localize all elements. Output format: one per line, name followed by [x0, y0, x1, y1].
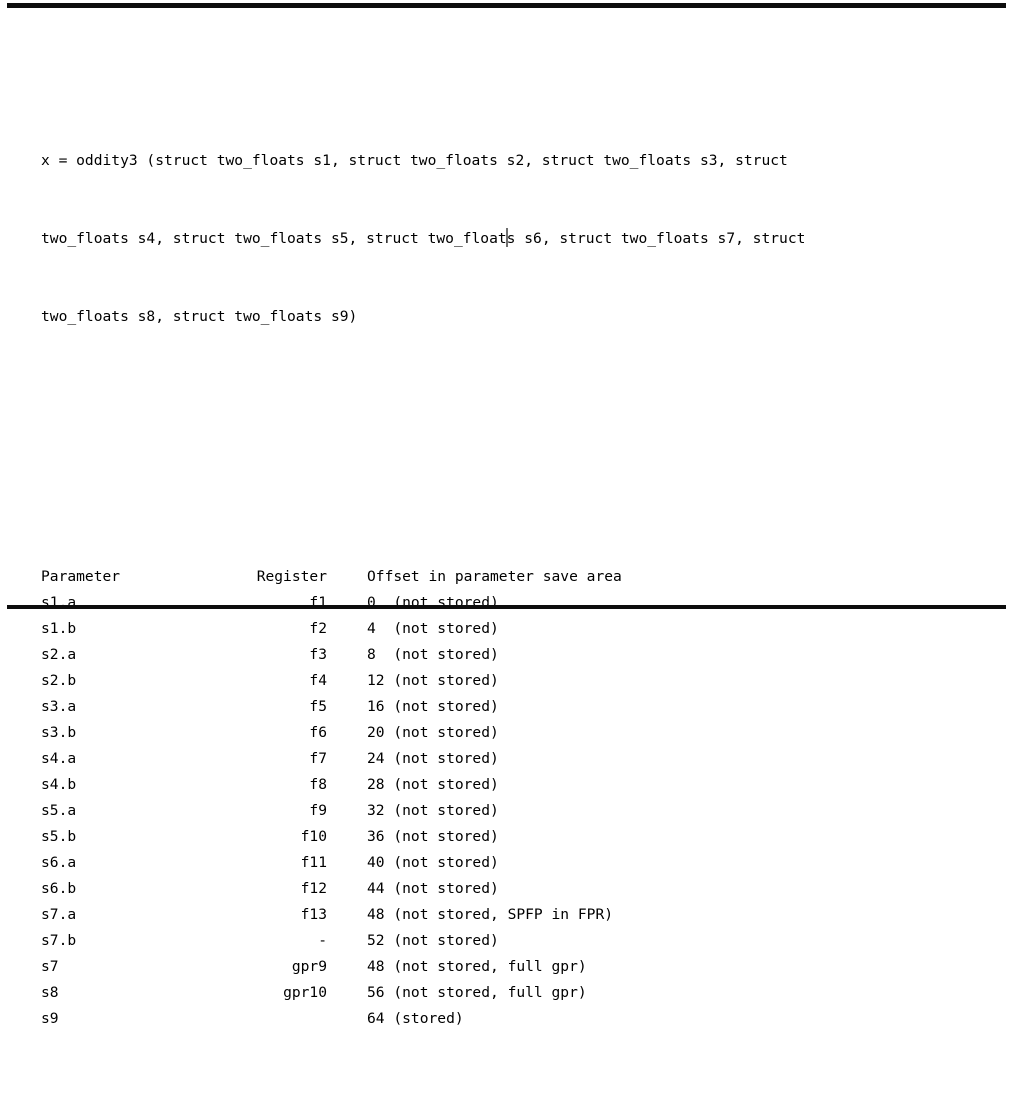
text-caret: [505, 228, 508, 247]
signature-line-1-text: x = oddity3 (struct two_floats s1, struc…: [41, 152, 788, 169]
cell-offset: 8 (not stored): [367, 646, 499, 663]
cell-parameter: s8: [41, 984, 59, 1001]
cell-parameter: s4.b: [41, 776, 77, 793]
cell-offset: 48 (not stored, full gpr): [367, 958, 587, 975]
cell-parameter: s2.b: [41, 672, 77, 689]
cell-register: f3: [309, 646, 327, 663]
cell-parameter: s5.a: [41, 802, 77, 819]
cell-offset: 36 (not stored): [367, 828, 499, 845]
table-row: s1.a f1 0 (not stored): [41, 590, 1006, 616]
cell-offset: 56 (not stored, full gpr): [367, 984, 587, 1001]
cell-offset: 0 (not stored): [367, 594, 499, 611]
cell-offset: 16 (not stored): [367, 698, 499, 715]
table-row: s6.b f12 44 (not stored): [41, 876, 1006, 902]
cell-parameter: s5.b: [41, 828, 77, 845]
table-row: s3.a f5 16 (not stored): [41, 694, 1006, 720]
parameter-register-table: Parameter Register Offset in parameter s…: [41, 564, 1006, 1032]
bottom-horizontal-rule: [7, 605, 1006, 609]
cell-offset: 44 (not stored): [367, 880, 499, 897]
signature-line-2-before-caret: two_floats s4, struct two_floats s5, str…: [41, 230, 507, 247]
table-row: s2.a f3 8 (not stored): [41, 642, 1006, 668]
cell-register: f5: [309, 698, 327, 715]
cell-offset: 64 (stored): [367, 1010, 464, 1027]
table-row: s4.b f8 28 (not stored): [41, 772, 1006, 798]
table-row: s7.b - 52 (not stored): [41, 928, 1006, 954]
cell-register: f9: [309, 802, 327, 819]
table-header: Parameter Register Offset in parameter s…: [41, 564, 1006, 590]
cell-register: gpr9: [291, 958, 327, 975]
column-header-parameter: Parameter: [41, 568, 121, 585]
cell-offset: 4 (not stored): [367, 620, 499, 637]
signature-line-2: two_floats s4, struct two_floats s5, str…: [41, 226, 1006, 252]
cell-register: f2: [309, 620, 327, 637]
table-row: s5.b f10 36 (not stored): [41, 824, 1006, 850]
function-signature-block[interactable]: x = oddity3 (struct two_floats s1, struc…: [41, 96, 1006, 382]
cell-register: f10: [300, 828, 327, 845]
table-row: s2.b f4 12 (not stored): [41, 668, 1006, 694]
table-row: s9 64 (stored): [41, 1006, 1006, 1032]
cell-offset: 40 (not stored): [367, 854, 499, 871]
cell-offset: 12 (not stored): [367, 672, 499, 689]
cell-offset: 48 (not stored, SPFP in FPR): [367, 906, 614, 923]
cell-parameter: s9: [41, 1010, 59, 1027]
top-horizontal-rule: [7, 3, 1006, 8]
document-page: x = oddity3 (struct two_floats s1, struc…: [7, 3, 1006, 1027]
table-row: s7.a f13 48 (not stored, SPFP in FPR): [41, 902, 1006, 928]
cell-register: gpr10: [283, 984, 327, 1001]
cell-offset: 52 (not stored): [367, 932, 499, 949]
cell-parameter: s6.a: [41, 854, 77, 871]
cell-offset: 32 (not stored): [367, 802, 499, 819]
table-header-row: Parameter Register Offset in parameter s…: [41, 564, 1006, 590]
table-row: s4.a f7 24 (not stored): [41, 746, 1006, 772]
cell-offset: 28 (not stored): [367, 776, 499, 793]
cell-parameter: s7.a: [41, 906, 77, 923]
spacer-line: [41, 460, 1006, 486]
cell-register: f6: [309, 724, 327, 741]
signature-line-3: two_floats s8, struct two_floats s9): [41, 304, 1006, 330]
cell-register: f4: [309, 672, 327, 689]
cell-parameter: s4.a: [41, 750, 77, 767]
cell-register: f8: [309, 776, 327, 793]
cell-register: f1: [309, 594, 327, 611]
document-content: x = oddity3 (struct two_floats s1, struc…: [41, 18, 1006, 1110]
cell-parameter: s7: [41, 958, 59, 975]
table-row: s5.a f9 32 (not stored): [41, 798, 1006, 824]
signature-line-3-text: two_floats s8, struct two_floats s9): [41, 308, 358, 325]
table-row: s7 gpr9 48 (not stored, full gpr): [41, 954, 1006, 980]
cell-register: f7: [309, 750, 327, 767]
cell-parameter: s1.b: [41, 620, 77, 637]
table-row: s1.b f2 4 (not stored): [41, 616, 1006, 642]
cell-register: f11: [300, 854, 327, 871]
cell-register: f12: [300, 880, 327, 897]
table-row: s6.a f11 40 (not stored): [41, 850, 1006, 876]
cell-parameter: s3.b: [41, 724, 77, 741]
cell-offset: 20 (not stored): [367, 724, 499, 741]
table-body: s1.a f1 0 (not stored) s1.b f2 4 (not stored)…: [41, 590, 1006, 1032]
column-header-offset: Offset in parameter save area: [367, 568, 622, 585]
table-row: s3.b f6 20 (not stored): [41, 720, 1006, 746]
cell-offset: 24 (not stored): [367, 750, 499, 767]
cell-parameter: s3.a: [41, 698, 77, 715]
cell-register: f13: [300, 906, 327, 923]
column-header-register: Register: [256, 568, 327, 585]
cell-parameter: s1.a: [41, 594, 77, 611]
signature-line-2-after-caret: s s6, struct two_floats s7, struct: [506, 230, 806, 247]
cell-parameter: s6.b: [41, 880, 77, 897]
cell-register: [178, 1006, 327, 1032]
table-row: s8 gpr10 56 (not stored, full gpr): [41, 980, 1006, 1006]
cell-parameter: s2.a: [41, 646, 77, 663]
signature-line-1: x = oddity3 (struct two_floats s1, struc…: [41, 148, 1006, 174]
cell-parameter: s7.b: [41, 932, 77, 949]
cell-register: -: [318, 932, 327, 949]
